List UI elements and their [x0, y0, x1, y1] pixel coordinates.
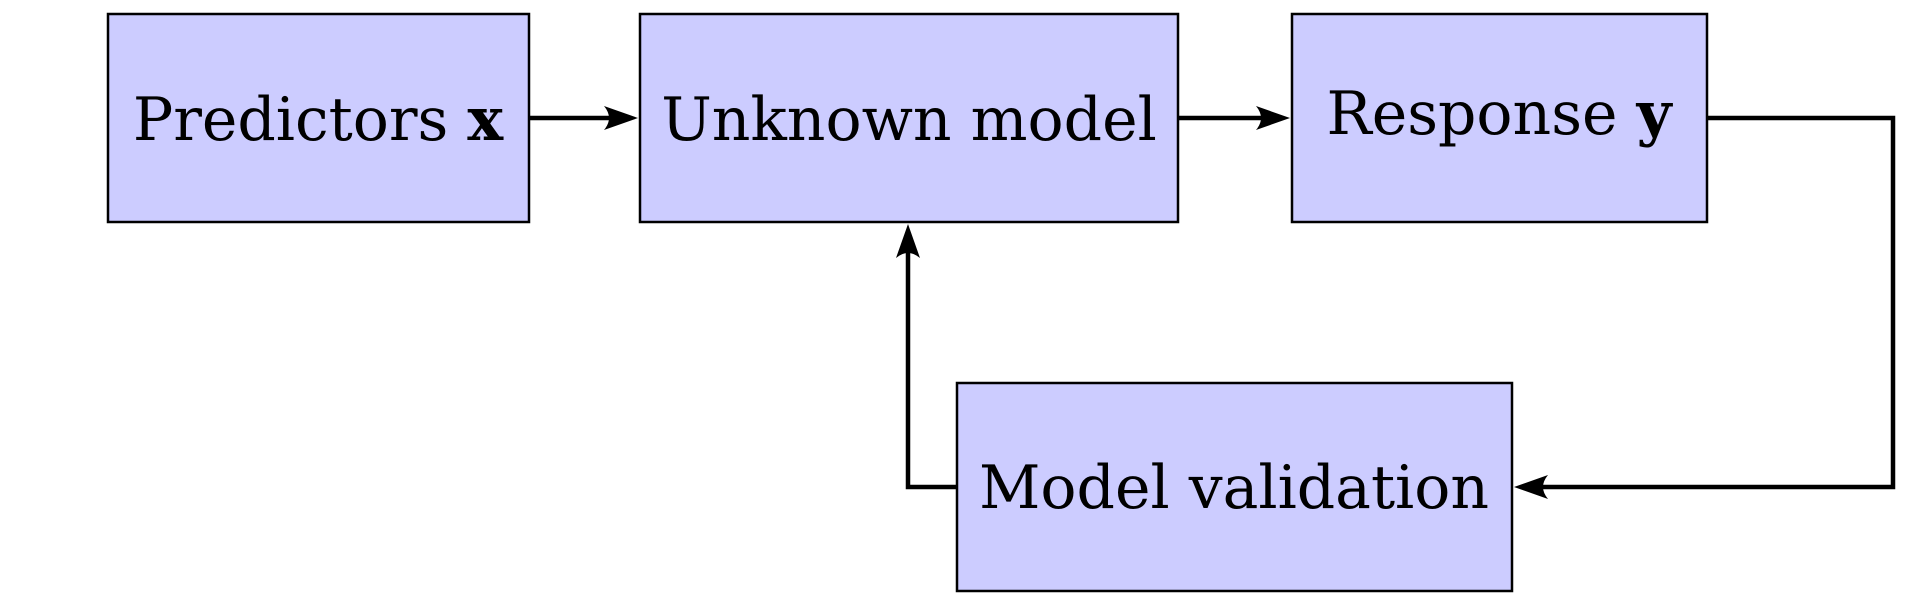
- node-response-box: [1290, 12, 1709, 224]
- node-model-validation: Model validation: [955, 381, 1514, 593]
- arrow-up-icon: [896, 224, 920, 258]
- node-predictors-symbol: x: [467, 85, 504, 155]
- node-predictors: Predictors x: [106, 12, 531, 224]
- node-response-label: Response y: [1327, 79, 1674, 149]
- node-response-symbol: y: [1636, 79, 1674, 149]
- node-response: Response y: [1290, 12, 1709, 224]
- node-unknown-model-text: Unknown model: [661, 85, 1157, 155]
- node-model-validation-text: Model validation: [979, 453, 1489, 523]
- node-model-validation-box: [955, 381, 1514, 593]
- edge-model-validation-to-unknown-model-line: [905, 240, 957, 490]
- node-predictors-box: [106, 12, 531, 224]
- node-predictors-text: Predictors: [133, 85, 468, 155]
- edge-predictors-to-unknown-model: [529, 106, 638, 130]
- node-predictors-label: Predictors x: [133, 85, 505, 155]
- node-unknown-model: Unknown model: [638, 12, 1180, 224]
- edge-unknown-model-to-response: [1178, 106, 1290, 130]
- arrow-right-icon: [1256, 106, 1290, 130]
- edge-model-validation-to-unknown-model: [896, 224, 957, 490]
- node-model-validation-label: Model validation: [979, 453, 1489, 523]
- node-response-text: Response: [1327, 79, 1637, 149]
- node-unknown-model-label: Unknown model: [661, 85, 1157, 155]
- arrow-right-icon: [604, 106, 638, 130]
- arrow-left-icon: [1514, 475, 1548, 499]
- edge-response-to-model-validation: [1514, 115, 1896, 499]
- edge-response-to-model-validation-line: [1530, 115, 1896, 490]
- node-unknown-model-box: [638, 12, 1180, 224]
